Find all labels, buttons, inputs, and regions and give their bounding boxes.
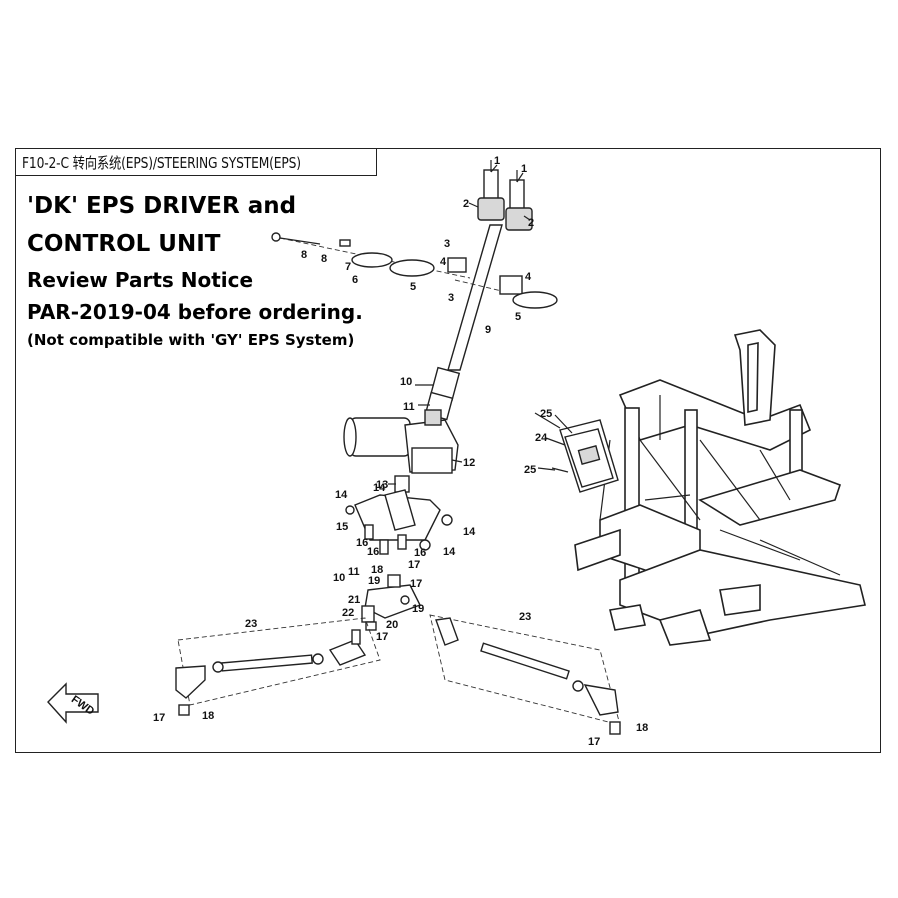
callout-5: 5 bbox=[515, 311, 521, 323]
notice-line-4: PAR-2019-04 before ordering. bbox=[27, 300, 363, 324]
callout-14: 14 bbox=[443, 546, 456, 558]
notice-line-3: Review Parts Notice bbox=[27, 268, 254, 292]
callout-24: 24 bbox=[535, 432, 548, 444]
callout-4: 4 bbox=[440, 256, 447, 268]
leader-lines bbox=[388, 164, 566, 485]
callout-4: 4 bbox=[525, 271, 532, 283]
steering-shaft bbox=[424, 160, 533, 421]
callout-21: 21 bbox=[348, 594, 360, 606]
callout-16: 16 bbox=[356, 537, 368, 549]
callout-2: 2 bbox=[463, 198, 469, 210]
callout-18: 18 bbox=[371, 564, 383, 576]
callout-6: 6 bbox=[352, 274, 358, 286]
diagram-title: F10-2-C 转向系统(EPS)/STEERING SYSTEM(EPS) bbox=[22, 154, 301, 172]
eps-control-unit bbox=[551, 414, 619, 493]
left-tie-rod bbox=[175, 617, 381, 716]
callout-14: 14 bbox=[335, 489, 348, 501]
vehicle-frame bbox=[574, 329, 866, 646]
eps-motor bbox=[343, 409, 459, 493]
callout-5: 5 bbox=[410, 281, 416, 293]
callout-8: 8 bbox=[301, 249, 307, 261]
callout-1: 1 bbox=[494, 155, 500, 167]
callout-17: 17 bbox=[376, 631, 388, 643]
callout-17: 17 bbox=[153, 712, 165, 724]
notice-line-5: (Not compatible with 'GY' EPS System) bbox=[27, 331, 355, 349]
diagram-frame bbox=[15, 148, 881, 753]
callout-11: 11 bbox=[348, 566, 360, 578]
callout-18: 18 bbox=[202, 710, 214, 722]
notice-line-1: 'DK' EPS DRIVER and bbox=[27, 193, 297, 219]
callout-17: 17 bbox=[588, 736, 600, 748]
callout-1: 1 bbox=[521, 163, 527, 175]
callout-19: 19 bbox=[412, 603, 424, 615]
callout-10: 10 bbox=[400, 376, 412, 388]
callout-14: 14 bbox=[463, 526, 476, 538]
callout-18: 18 bbox=[636, 722, 648, 734]
callout-16: 16 bbox=[414, 547, 426, 559]
callout-17: 17 bbox=[408, 559, 420, 571]
callout-16: 16 bbox=[367, 546, 379, 558]
callout-8: 8 bbox=[321, 253, 327, 265]
callout-25: 25 bbox=[540, 408, 552, 420]
callout-19: 19 bbox=[368, 575, 380, 587]
callout-23: 23 bbox=[519, 611, 531, 623]
callout-17: 17 bbox=[410, 578, 422, 590]
callout-9: 9 bbox=[485, 324, 491, 336]
callout-20: 20 bbox=[386, 619, 398, 631]
callout-3: 3 bbox=[444, 238, 450, 250]
callout-22: 22 bbox=[342, 607, 354, 619]
lower-bracket bbox=[345, 489, 453, 555]
callout-15: 15 bbox=[336, 521, 348, 533]
callout-7: 7 bbox=[345, 261, 351, 273]
callout-14: 14 bbox=[373, 482, 386, 494]
fwd-arrow-icon: FWD bbox=[47, 682, 99, 724]
callout-13: 13 bbox=[376, 479, 388, 491]
callout-12: 12 bbox=[463, 457, 475, 469]
notice-line-2: CONTROL UNIT bbox=[27, 231, 221, 257]
title-box: F10-2-C 转向系统(EPS)/STEERING SYSTEM(EPS) bbox=[15, 148, 377, 176]
shaft-bracket-parts bbox=[271, 232, 558, 309]
callout-3: 3 bbox=[448, 292, 454, 304]
callout-numbers: 1 1 2 2 3 3 4 4 5 5 6 7 8 8 9 10 10 11 1… bbox=[153, 155, 648, 748]
callout-23: 23 bbox=[245, 618, 257, 630]
callout-10: 10 bbox=[333, 572, 345, 584]
callout-11: 11 bbox=[403, 401, 415, 413]
callout-25: 25 bbox=[524, 464, 536, 476]
callout-2: 2 bbox=[528, 217, 534, 229]
right-tie-rod bbox=[429, 614, 621, 735]
